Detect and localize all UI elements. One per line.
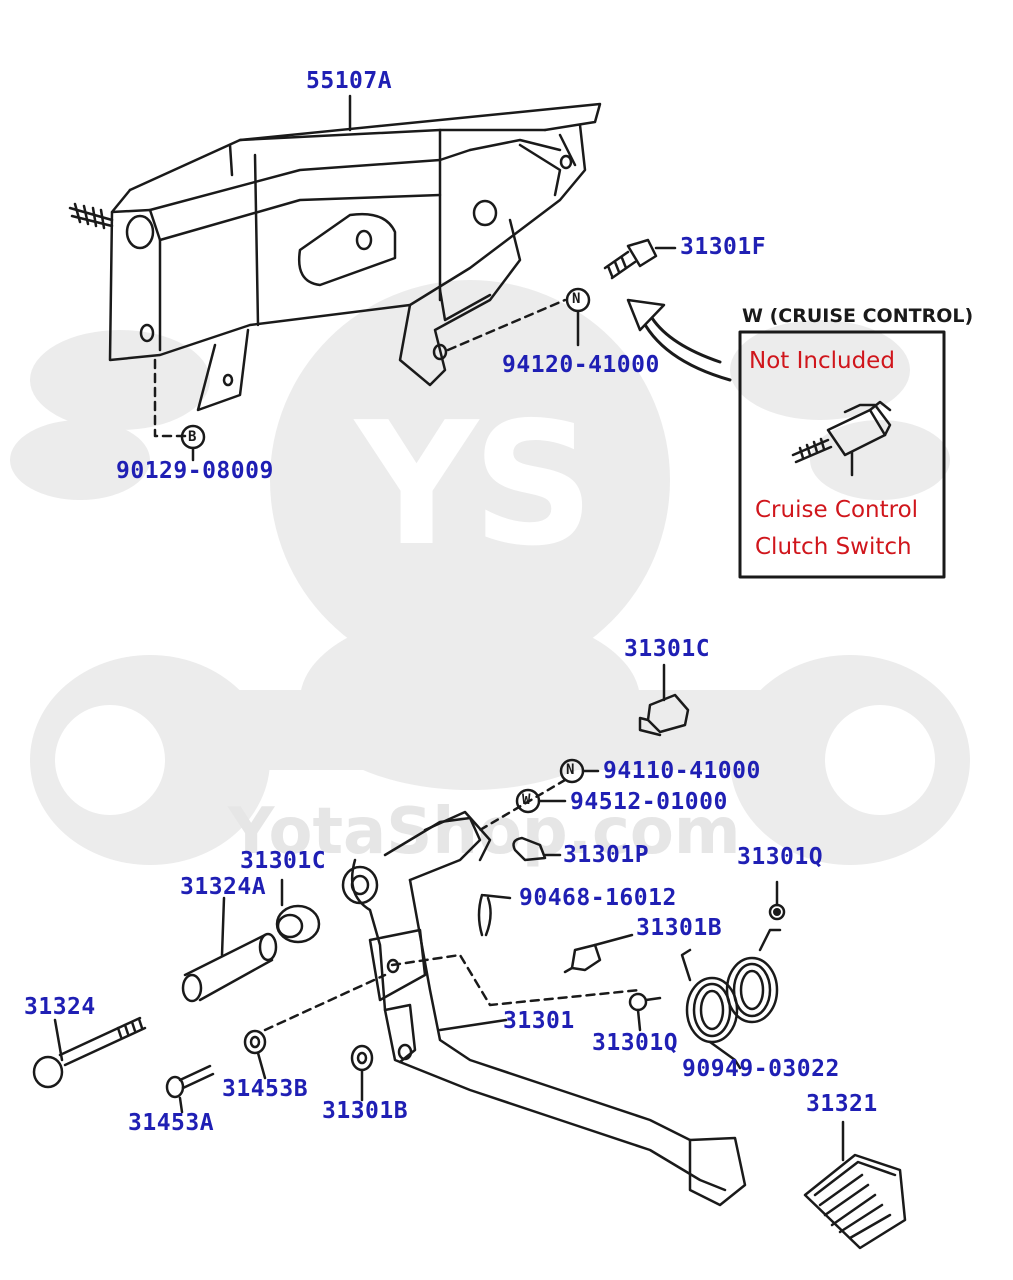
nut-n-lower-marker: N [566, 762, 575, 778]
part-label-31321: 31321 [806, 1091, 878, 1117]
part-label-31301B-mid: 31301B [636, 915, 723, 941]
part-label-90468-16012: 90468-16012 [519, 885, 677, 911]
cruise-switch [791, 400, 892, 477]
nut-b-marker: B [188, 429, 197, 445]
part-label-31324A: 31324A [180, 874, 267, 900]
part-label-94110-41000: 94110-41000 [603, 758, 761, 784]
cruise-box-title: W (CRUISE CONTROL) [742, 305, 974, 327]
part-label-31301: 31301 [503, 1008, 575, 1034]
nut-n-upper-marker: N [572, 291, 581, 307]
pedal-pad-31321 [803, 1120, 907, 1250]
part-label-31301B-low: 31301B [322, 1098, 409, 1124]
bracket-55107A [68, 102, 602, 438]
part-label-31301P: 31301P [563, 842, 650, 868]
part-label-90949-03022: 90949-03022 [682, 1056, 840, 1082]
spring-90949 [680, 928, 782, 1070]
washer-w-marker: W [522, 792, 531, 808]
cruise-caption-line1: Cruise Control [755, 497, 919, 523]
clutch-pedal-arm [341, 810, 747, 1207]
part-label-31301Q-top: 31301Q [737, 844, 824, 870]
bushing-31301C-top [638, 663, 690, 737]
part-label-94512-01000: 94512-01000 [570, 789, 728, 815]
not-included-note: Not Included [749, 348, 895, 374]
part-label-31301Q-low: 31301Q [592, 1030, 679, 1056]
part-label-90129-08009: 90129-08009 [116, 458, 274, 484]
watermark-logo-text: YS [355, 386, 595, 584]
part-label-31324: 31324 [24, 994, 96, 1020]
part-label-31301C-top: 31301C [624, 636, 711, 662]
part-label-31301C-left: 31301C [240, 848, 327, 874]
bolt-31301F [603, 238, 677, 280]
part-label-94120-41000: 94120-41000 [502, 352, 660, 378]
part-label-31301F: 31301F [680, 234, 767, 260]
part-label-31453A: 31453A [128, 1110, 215, 1136]
cruise-caption-line2: Clutch Switch [755, 534, 912, 560]
part-label-55107A: 55107A [306, 68, 393, 94]
part-label-31453B: 31453B [222, 1076, 309, 1102]
